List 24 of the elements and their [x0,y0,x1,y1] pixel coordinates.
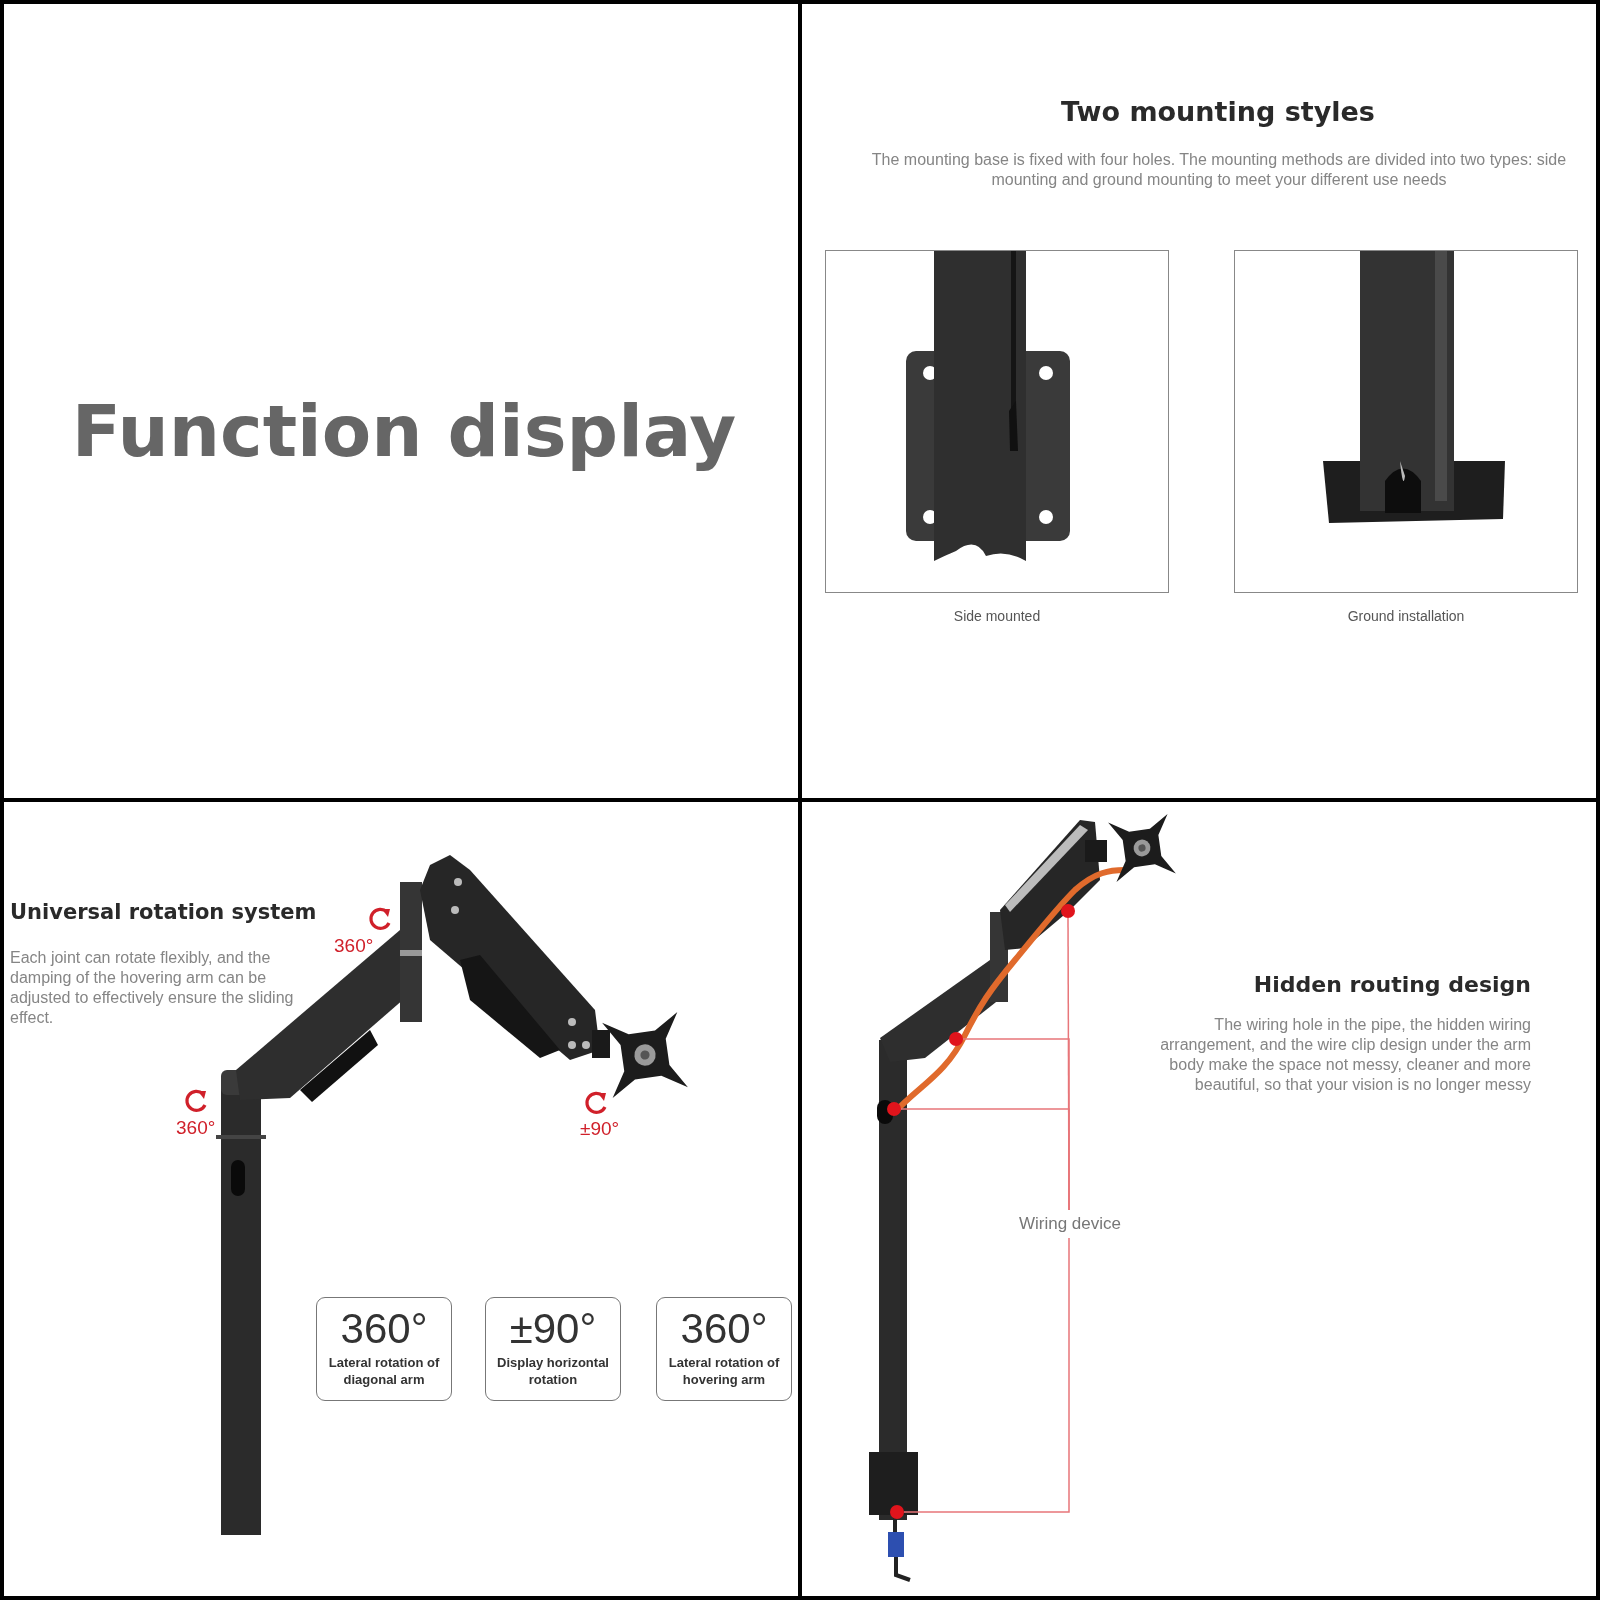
heading: Universal rotation system [10,900,318,924]
description: The mounting base is fixed with four holes. The mounting methods are divided into two types: side mounting and ground mounting to meet your different use needs [870,150,1568,190]
spec-description: Display horizontal rotation [496,1354,610,1388]
callout-text: Wiring device [1005,1210,1135,1238]
spec-box [485,1297,621,1401]
caption: Ground installation [1346,608,1466,624]
rotation-label: 360° [176,1117,216,1139]
angle-value: ±90° [509,1306,597,1352]
spec-description: Lateral rotation of hovering arm [667,1354,781,1388]
angle-value: 360° [340,1306,428,1352]
spec-description: Lateral rotation of diagonal arm [327,1354,441,1388]
leader-line [903,1237,1070,1513]
spec-box [316,1297,452,1401]
angle-value: 360° [680,1306,768,1352]
title: Function display [70,389,738,473]
caption: Side mounted [952,608,1042,624]
description: Each joint can rotate flexibly, and the damping of the hovering arm can be adjusted to effectively ensure the sliding effect. [10,948,295,1028]
description: The wiring hole in the pipe, the hidden wiring arrangement, and the wire clip design under the arm body make the space not messy, cleaner and more beautiful, so that your vision is no longer messy [1159,1015,1531,1095]
heading: Hidden routing design [1252,972,1531,997]
rotation-label: ±90° [580,1118,620,1140]
heading: Two mounting styles [1060,96,1376,127]
rotation-label: 360° [334,935,374,957]
leader-line [900,1108,1070,1211]
spec-box [656,1297,792,1401]
